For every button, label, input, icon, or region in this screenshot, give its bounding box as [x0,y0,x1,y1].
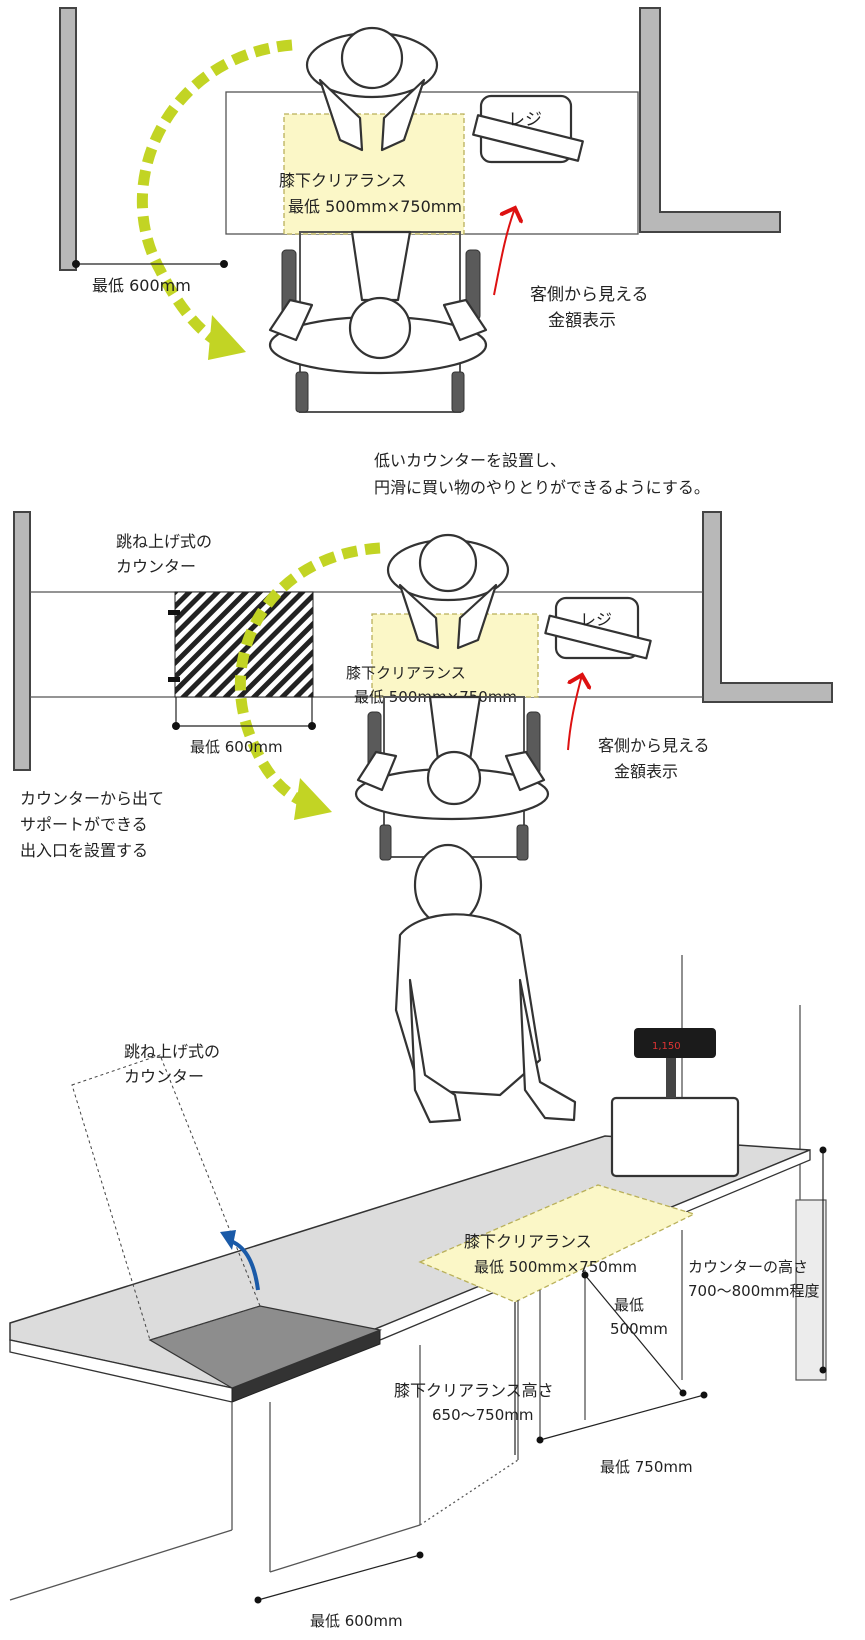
middle-plan-view: レジ 膝下クリアランス 最低 500mm×750mm 最低 600mm 客側か [13,511,833,861]
p-clearance-line1: 膝下クリアランス [464,1232,592,1251]
knee-clearance-zone-2 [371,613,539,698]
clearance-label-line2: 最低 500mm×750mm [288,197,462,216]
flip-counter-label-line2: カウンター [116,557,196,576]
exit-label-line3: 出入口を設置する [20,841,148,860]
staff-person-icon [305,26,439,152]
approach-arrowhead-2 [294,778,332,820]
approach-arrow-2 [234,542,381,805]
p-depth-line1: 最低 [614,1296,644,1314]
knee-clearance-zone [283,113,465,235]
gap-label: 最低 600mm [190,738,283,756]
staff-person-icon-2 [386,533,510,650]
clearance-label-line1: 膝下クリアランス [279,171,407,190]
register-display-value: 1,150 [652,1041,681,1052]
price-display-arrow-2 [567,675,582,751]
perspective-flip-section [148,1305,383,1389]
price-display-line2: 金額表示 [548,311,616,331]
register-icon: レジ [472,94,584,164]
caption-line2: 円滑に買い物のやりとりができるようにする。 [374,478,710,497]
perspective-staff-icon [394,843,577,1124]
price-display-2-line1: 客側から見える [598,736,710,755]
register-icon-2: レジ [544,596,652,660]
left-wall-2 [13,511,31,771]
perspective-register-icon: 1,150 [610,1028,740,1178]
p-clearance-line2: 最低 500mm×750mm [474,1258,637,1276]
flip-counter-raised-outline [71,1054,261,1341]
top-plan-view: レジ 膝下クリアランス 最低 500mm×750mm 最低 600mm 客側から… [59,7,781,413]
left-wall [59,7,77,271]
register-label: レジ [508,110,542,130]
right-wall-2 [702,511,833,703]
clearance-label-2-line1: 膝下クリアランス [346,664,466,682]
price-display-arrow [493,208,515,296]
p-opening-label: 最低 600mm [310,1612,403,1630]
p-counter-height-line2: 700〜800mm程度 [688,1282,820,1300]
p-width-label: 最低 750mm [600,1458,693,1476]
p-knee-height-line1: 膝下クリアランス高さ [394,1381,554,1400]
flip-counter-label-line1: 跳ね上げ式の [116,532,212,551]
price-display-2-line2: 金額表示 [614,762,678,781]
perspective-view: 1,150 跳ね上げ式の カウンター 膝下クリアランス 最低 500mm×750… [9,843,827,1630]
caption-line1: 低いカウンターを設置し、 [374,451,566,470]
knee-clearance-zone-3 [418,1184,696,1303]
right-wall [639,7,781,233]
p-flip-counter-line2: カウンター [124,1067,204,1086]
register-label-2: レジ [580,610,612,629]
approach-arrowhead [208,315,246,360]
p-knee-height-line2: 650〜750mm [432,1406,534,1424]
exit-label-line2: サポートができる [20,815,148,834]
approach-arrow [136,39,293,345]
wheelchair-user-icon [268,230,488,413]
p-counter-height-line1: カウンターの高さ [688,1258,808,1276]
p-flip-counter-line1: 跳ね上げ式の [124,1042,220,1061]
aisle-label: 最低 600mm [92,276,191,295]
price-display-line1: 客側から見える [530,285,649,305]
p-depth-line2: 500mm [610,1320,668,1338]
wheelchair-user-icon-2 [354,695,550,861]
exit-label-line1: カウンターから出て [20,789,164,808]
